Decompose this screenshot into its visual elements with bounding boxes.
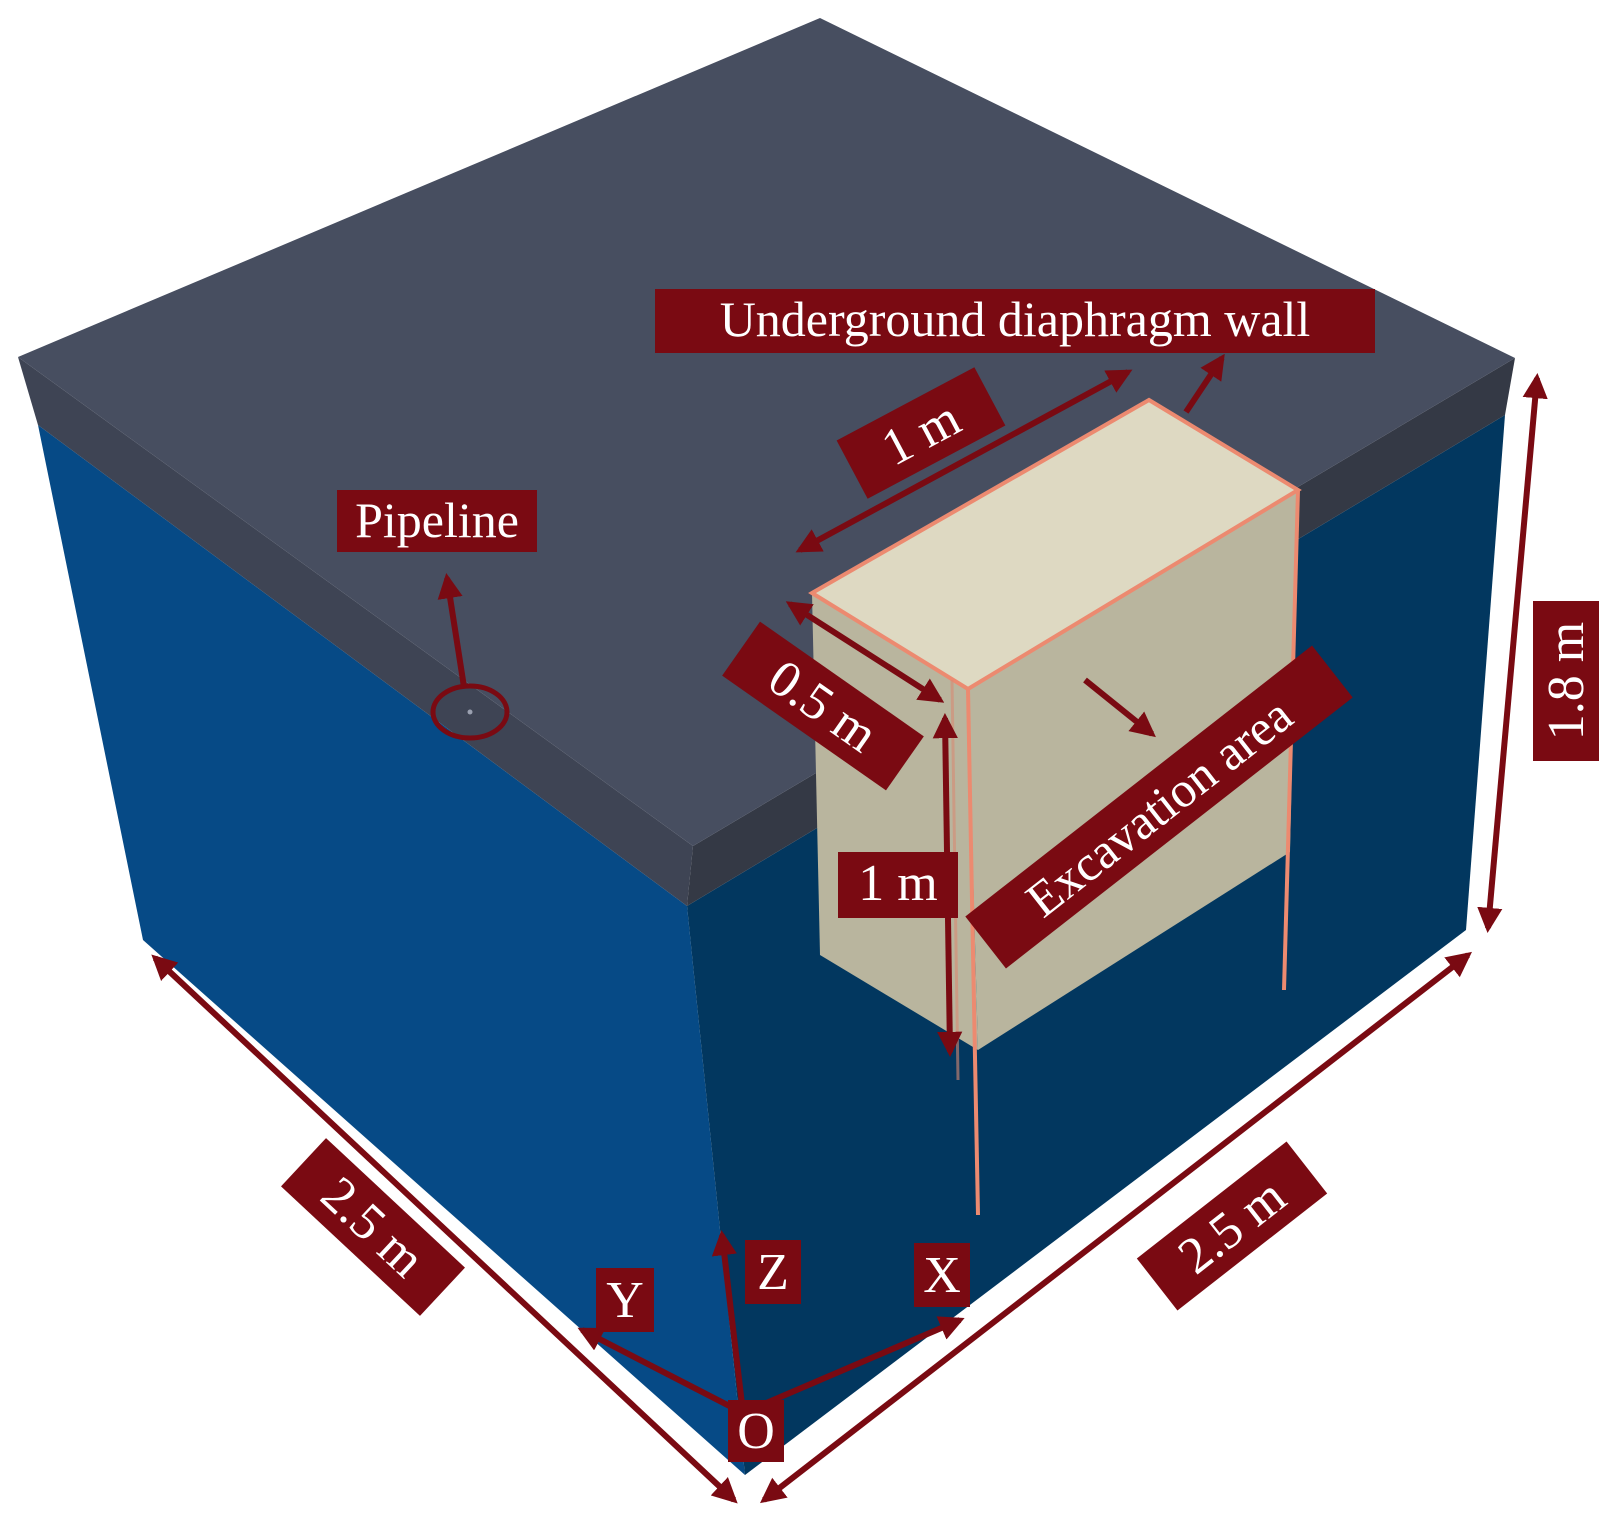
- svg-text:X: X: [923, 1247, 961, 1304]
- label-axis-z: Z: [745, 1240, 801, 1304]
- label-origin: O: [728, 1400, 784, 1462]
- pipeline-pointer-arrow: [437, 573, 467, 688]
- axis-y-arrow: [577, 1327, 745, 1416]
- label-axis-x: X: [914, 1243, 970, 1307]
- excavation-pointer-arrow: [1083, 677, 1156, 738]
- svg-text:1.8 m: 1.8 m: [1538, 622, 1595, 740]
- diaphragm-wall-pointer-arrow: [1183, 353, 1225, 414]
- pipeline-circle: [430, 683, 510, 741]
- dim-arrow-wall-width: [785, 601, 945, 703]
- svg-text:O: O: [737, 1403, 775, 1460]
- axis-x-arrow: [741, 1316, 965, 1416]
- dim-arrow-wall-length: [795, 369, 1133, 553]
- dim-arrow-model-height: [1477, 372, 1548, 934]
- axis-z-arrow: [711, 1229, 746, 1414]
- label-model-height: 1.8 m: [1533, 601, 1599, 761]
- label-axis-y: Y: [596, 1268, 654, 1332]
- svg-text:1 m: 1 m: [858, 855, 937, 912]
- top-edge-left: [18, 357, 693, 906]
- label-excavation-depth: 1 m: [838, 852, 958, 918]
- label-diaphragm-wall: Underground diaphragm wall: [655, 289, 1375, 353]
- svg-text:Z: Z: [757, 1244, 789, 1301]
- pipeline-dot: [467, 709, 473, 715]
- svg-text:Y: Y: [606, 1272, 644, 1329]
- svg-text:Underground diaphragm wall: Underground diaphragm wall: [720, 291, 1311, 347]
- dim-arrow-length-left: [151, 954, 738, 1504]
- top-surface: [18, 18, 1515, 846]
- label-model-length-right: 2.5 m: [1136, 1141, 1328, 1311]
- svg-text:Pipeline: Pipeline: [355, 492, 519, 548]
- dim-arrow-length-right: [760, 951, 1472, 1504]
- label-pipeline: Pipeline: [337, 490, 537, 552]
